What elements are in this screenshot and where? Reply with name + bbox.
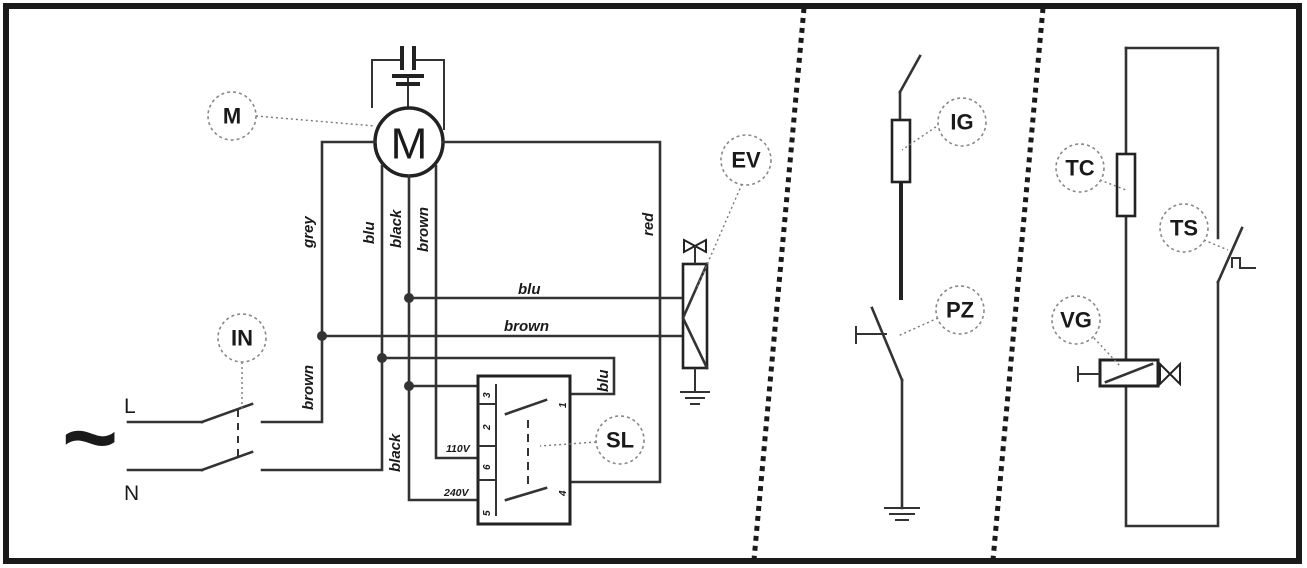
motor-letter: M: [391, 120, 428, 169]
bubble-ts: [1159, 203, 1209, 253]
label-brown-lower: brown: [300, 365, 317, 410]
thermocouple-element: [1115, 152, 1137, 218]
bubble-pz: [935, 285, 985, 335]
bubble-label-tc: TC: [1065, 156, 1094, 181]
voltage-selector: 3 2 6 5 1 4: [476, 374, 572, 526]
bubble-label-in: IN: [231, 326, 253, 351]
junction-dot: [377, 353, 387, 363]
leader-line-sl: [539, 441, 597, 447]
label-red: red: [640, 212, 657, 236]
bubble-label-vg: VG: [1060, 308, 1092, 333]
selector-pin-3: 3: [482, 392, 493, 398]
blu-wire: [260, 164, 384, 472]
selector-pin-4: 4: [558, 490, 569, 497]
label-blu-vertical: blu: [361, 222, 378, 245]
diagram-frame: [3, 3, 1302, 564]
ignition-section: IG PZ: [855, 54, 987, 521]
leader-line-vg: [1093, 337, 1121, 367]
bubble-label-sl: SL: [606, 428, 634, 453]
brown-wire: [434, 164, 478, 460]
selector-pin-6: 6: [482, 464, 493, 470]
bubble-tc: [1055, 143, 1105, 193]
bubble-label-ts: TS: [1170, 216, 1198, 241]
motor-wiring-section: M grey blu black brown red brown black: [62, 46, 772, 526]
grey-wire: [260, 140, 377, 424]
selector-pin-1: 1: [558, 402, 569, 408]
junction-dot: [404, 293, 414, 303]
label-black-vertical: black: [388, 209, 405, 248]
solenoid-valve: [680, 238, 710, 405]
separator-right: [990, 7, 1046, 561]
supply-line-label: L: [124, 395, 136, 418]
junction-dot: [317, 331, 327, 341]
volt-240-label: 240V: [443, 487, 470, 499]
bubble-ev: [720, 134, 772, 186]
capacitor-symbol: [371, 46, 445, 130]
bubble-sl: [595, 415, 645, 465]
main-switch: [126, 402, 254, 472]
label-blu-horizontal: blu: [518, 281, 541, 298]
bubble-label-pz: PZ: [946, 298, 974, 323]
bubble-label-ev: EV: [731, 148, 761, 173]
label-brown-vertical: brown: [415, 207, 432, 252]
leader-line-pz: [897, 317, 939, 337]
bubble-label-m: M: [223, 104, 241, 129]
label-blu-selector: blu: [595, 370, 612, 393]
separator-left: [751, 7, 807, 561]
bubble-m: [207, 91, 257, 141]
junction-dot: [404, 381, 414, 391]
leader-line-ev: [695, 183, 743, 291]
bubble-label-ig: IG: [950, 110, 973, 135]
motor-symbol: M: [373, 106, 445, 178]
igniter-element: [890, 118, 912, 184]
ac-symbol: ~: [62, 384, 118, 491]
selector-pin-2: 2: [482, 424, 493, 431]
leader-line-m: [255, 115, 376, 127]
selector-pin-5: 5: [482, 510, 493, 516]
black-wire: [407, 174, 478, 502]
bubble-vg: [1051, 295, 1101, 345]
leader-line-ts: [1203, 239, 1229, 251]
label-brown-horizontal: brown: [504, 318, 549, 335]
label-black-lower: black: [387, 433, 404, 472]
supply-neutral-label: N: [124, 482, 139, 505]
volt-110-label: 110V: [446, 443, 471, 455]
gas-safety-section: TC TS VG: [1051, 46, 1256, 528]
bubble-in: [217, 313, 267, 363]
bubble-ig: [937, 97, 987, 147]
label-grey: grey: [300, 216, 317, 249]
